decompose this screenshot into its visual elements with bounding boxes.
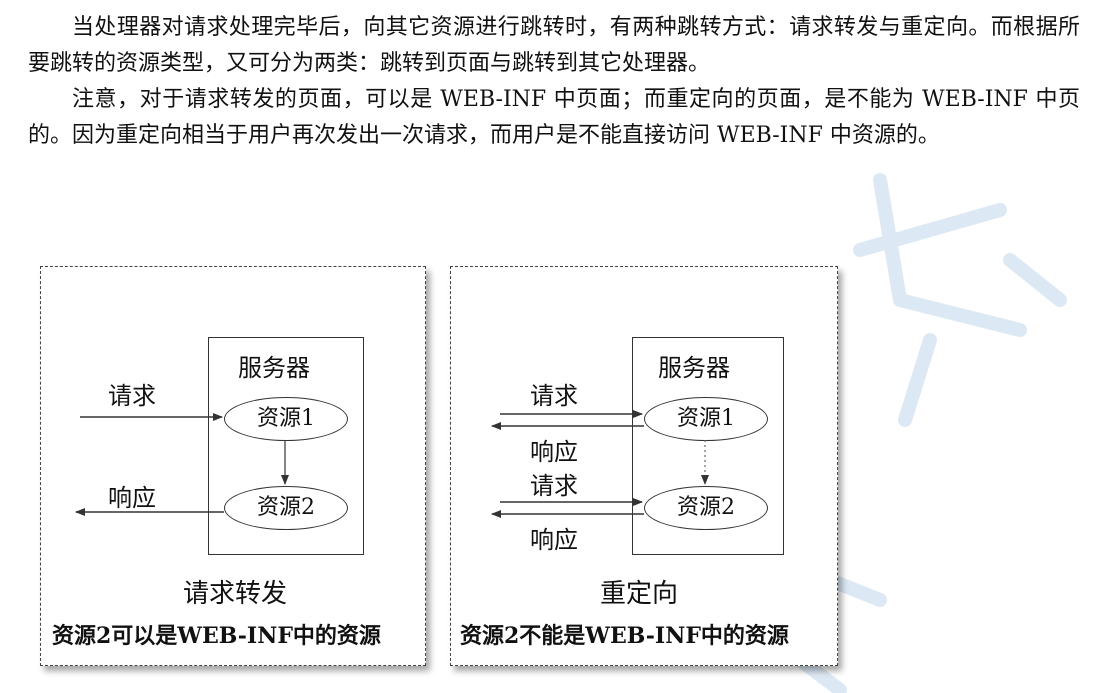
redirect-resource-1: 资源1 — [644, 397, 768, 441]
forward-caption: 资源2可以是WEB-INF中的资源 — [52, 623, 381, 649]
forward-resource-1: 资源1 — [224, 397, 348, 441]
paragraph-2: 注意，对于请求转发的页面，可以是 WEB-INF 中页面；而重定向的页面，是不能… — [28, 87, 1080, 148]
redirect-caption: 资源2不能是WEB-INF中的资源 — [460, 623, 789, 649]
redirect-request-2-label: 请求 — [530, 472, 578, 500]
forward-response-label: 响应 — [108, 484, 156, 512]
paragraph-1: 当处理器对请求处理完毕后，向其它资源进行跳转时，有两种跳转方式：请求转发与重定向… — [28, 15, 1080, 76]
redirect-response-1-label: 响应 — [530, 438, 578, 466]
forward-request-label: 请求 — [108, 382, 156, 410]
body-text: 当处理器对请求处理完毕后，向其它资源进行跳转时，有两种跳转方式：请求转发与重定向… — [28, 10, 1080, 154]
forward-server-label: 服务器 — [238, 354, 310, 382]
redirect-server-label: 服务器 — [658, 354, 730, 382]
redirect-response-2-label: 响应 — [530, 526, 578, 554]
forward-title: 请求转发 — [183, 579, 288, 609]
forward-resource-2: 资源2 — [224, 486, 348, 530]
redirect-resource-2: 资源2 — [644, 486, 768, 530]
redirect-request-1-label: 请求 — [530, 382, 578, 410]
redirect-title: 重定向 — [600, 579, 679, 609]
